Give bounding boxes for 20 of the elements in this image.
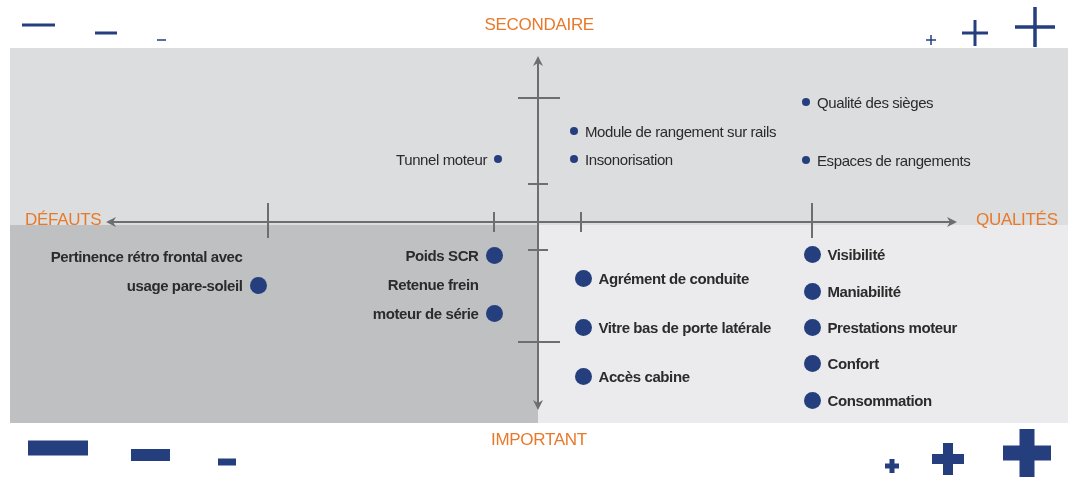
point-label: Accès cabine — [598, 366, 690, 387]
point-label: Pertinence rétro frontal avec usage pare-soleil — [49, 246, 243, 296]
point-label: Confort — [827, 353, 879, 374]
point-label: Visibilité — [827, 244, 885, 265]
axis-label: DÉFAUTS — [25, 210, 102, 230]
point-label: Espaces de rangements — [817, 150, 971, 171]
axis-label: QUALITÉS — [976, 210, 1058, 230]
point-label: Tunnel moteur — [396, 149, 487, 170]
point-label: Module de rangement sur rails — [585, 121, 776, 142]
point-label: Insonorisation — [585, 149, 673, 170]
point-label: Vitre bas de porte latérale — [598, 317, 771, 338]
point-label: Agrément de conduite — [598, 268, 749, 289]
axis-label: SECONDAIRE — [484, 15, 594, 35]
point-label: Retenue frein moteur de série — [371, 274, 479, 324]
axis-label: IMPORTANT — [491, 430, 587, 450]
point-label: Consommation — [827, 390, 932, 411]
point-label: Maniabilité — [827, 281, 901, 302]
point-label: Prestations moteur — [827, 317, 957, 338]
point-label: Qualité des sièges — [817, 92, 934, 113]
point-label: Poids SCR — [405, 245, 479, 266]
